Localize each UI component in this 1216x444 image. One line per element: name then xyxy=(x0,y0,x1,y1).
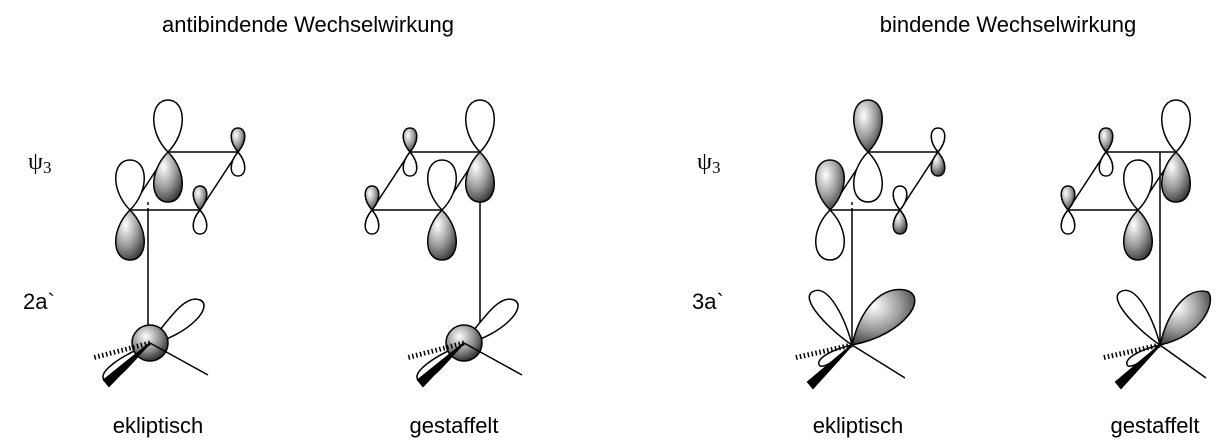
caption-gestaffelt-left: gestaffelt xyxy=(409,413,499,438)
panel-antibonding-staggered xyxy=(364,99,523,388)
panel-bonding-staggered xyxy=(1060,99,1212,390)
heading-bonding: bindende Wechselwirkung xyxy=(879,12,1137,37)
caption-gestaffelt-right: gestaffelt xyxy=(1110,413,1200,438)
p-orbital-lobe-upper xyxy=(115,159,145,212)
psi3-label-right: ψ3 xyxy=(697,149,721,177)
caption-ekliptisch-left: ekliptisch xyxy=(112,413,204,438)
p-orbital-lobe-lower xyxy=(115,208,145,261)
heading-antibonding: antibindende Wechselwirkung xyxy=(162,12,454,37)
caption-ekliptisch-right: ekliptisch xyxy=(812,413,904,438)
psi3-label-left: ψ3 xyxy=(28,149,52,177)
panel-antibonding-eclipsed xyxy=(91,99,246,388)
orbital-label-2a: 2a` xyxy=(23,289,55,314)
orbital-label-3a: 3a` xyxy=(692,289,724,314)
panel-bonding-eclipsed xyxy=(793,99,946,390)
